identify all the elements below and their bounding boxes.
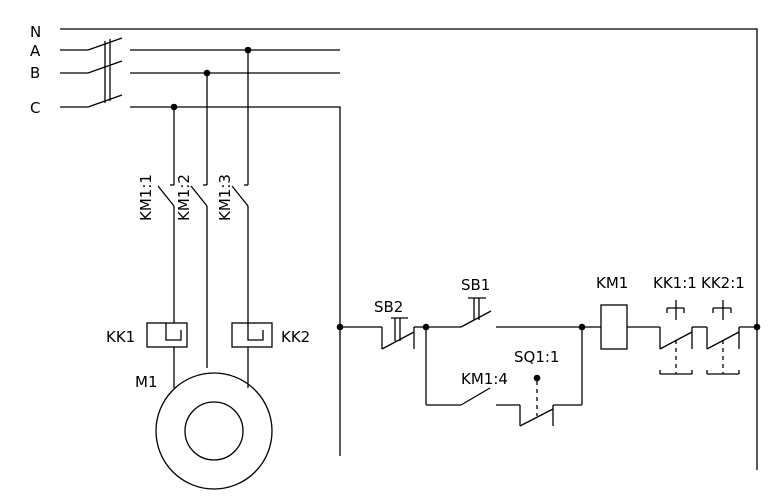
label-kk2: KK2	[281, 328, 310, 346]
start-button-sb1	[426, 297, 582, 328]
label-sq1-1: SQ1:1	[514, 348, 559, 366]
label-km1-4: KM1:4	[461, 370, 508, 388]
label-m1: M1	[135, 373, 158, 391]
bus-n	[60, 28, 758, 470]
bus-label-a: A	[30, 42, 41, 60]
overload-kk1	[146, 322, 188, 388]
overload-contact-kk1-1	[659, 300, 707, 375]
motor-m1	[155, 372, 273, 490]
limit-switch-sq1-1	[519, 327, 583, 427]
label-sb2: SB2	[374, 298, 403, 316]
label-sb1: SB1	[461, 276, 490, 294]
label-km1-3: KM1:3	[216, 174, 234, 221]
bus-label-b: B	[30, 64, 40, 82]
bus-c	[60, 106, 341, 456]
contact-km1-3	[231, 50, 249, 323]
label-kk2-1: KK2:1	[701, 274, 745, 292]
label-kk1-1: KK1:1	[653, 274, 697, 292]
contact-km1-2	[190, 73, 208, 368]
label-kk1: KK1	[106, 328, 135, 346]
label-km1-1: KM1:1	[137, 174, 155, 221]
bus-label-n: N	[30, 23, 41, 41]
overload-kk2	[231, 322, 273, 388]
coil-km1	[582, 304, 660, 350]
overload-contact-kk2-1	[706, 300, 757, 375]
label-km1-2: KM1:2	[175, 174, 193, 221]
main-switch	[87, 37, 123, 108]
contact-km1-1	[157, 107, 175, 323]
hold-contact-km1-4	[425, 327, 520, 406]
label-km1-coil: KM1	[596, 274, 628, 292]
stop-button-sb2	[340, 317, 426, 350]
bus-label-c: C	[30, 99, 40, 117]
